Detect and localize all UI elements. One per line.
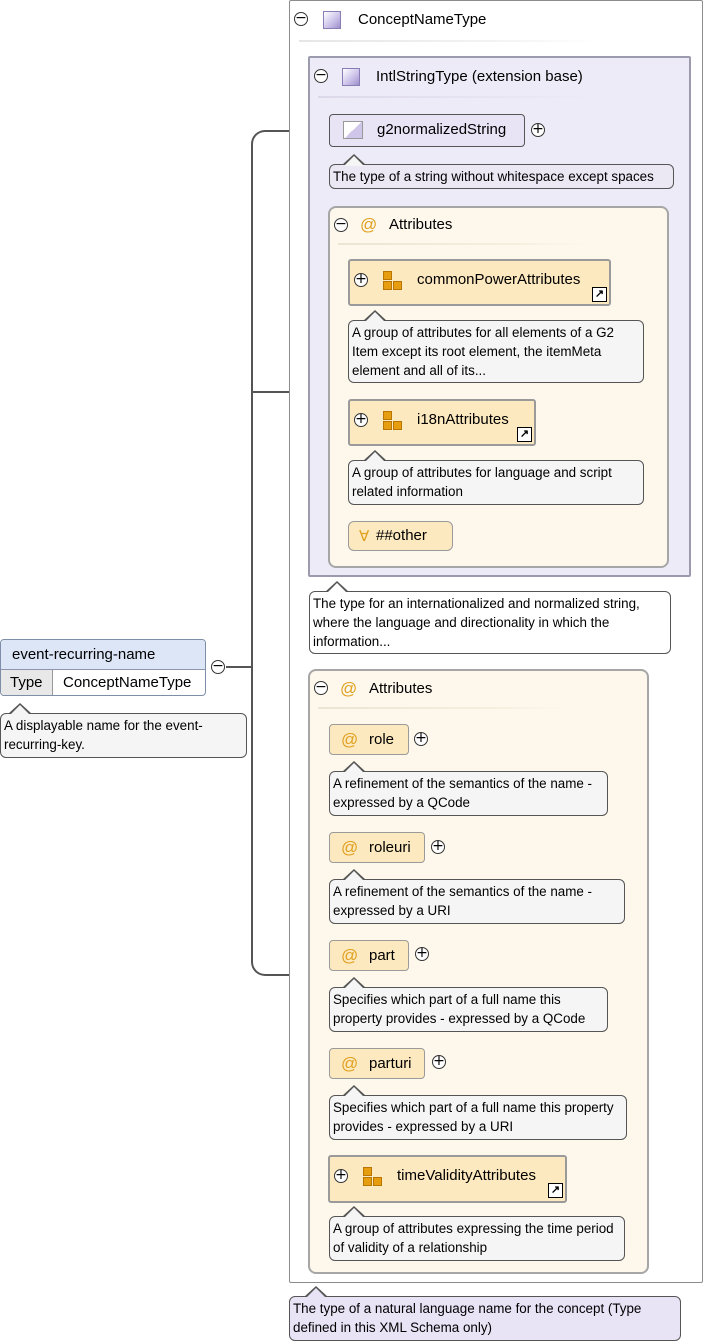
type-label-cell	[1, 670, 53, 695]
attributes-title: Attributes	[369, 680, 433, 697]
collapse-icon[interactable]: −	[314, 67, 328, 83]
concept-type-title: ConceptNameType	[358, 11, 487, 28]
collapse-icon[interactable]: −	[294, 10, 308, 26]
separator	[338, 243, 588, 245]
attribute-box[interactable]	[329, 940, 409, 971]
any-attribute-box[interactable]	[348, 521, 453, 551]
attribute-icon: @	[341, 730, 359, 749]
simple-type-icon	[343, 121, 363, 139]
attribute-group-name: i18nAttributes	[417, 411, 509, 428]
attribute-group-box[interactable]	[348, 399, 536, 446]
expand-icon[interactable]: +	[431, 838, 445, 854]
separator	[318, 96, 598, 98]
element-doc-text: A displayable name for the event-recurri…	[4, 718, 203, 752]
attribute-documentation: A refinement of the semantics of the nam…	[329, 771, 608, 816]
collapse-icon[interactable]: −	[314, 679, 328, 695]
attribute-icon: @	[341, 1054, 359, 1073]
attribute-name: parturi	[369, 1055, 412, 1072]
separator	[299, 40, 599, 42]
attribute-documentation: Specifies which part of a full name this…	[329, 987, 608, 1032]
g2-doc-text: The type of a string without whitespace …	[333, 169, 654, 184]
attribute-icon: @	[341, 838, 359, 857]
attribute-group-icon	[383, 271, 403, 291]
role-doc-text: A refinement of the semantics of the nam…	[333, 776, 593, 810]
attribute-box[interactable]	[329, 724, 409, 755]
expand-icon[interactable]: +	[334, 1167, 348, 1183]
element-header	[1, 640, 205, 670]
concept-doc-text: The type of a natural language name for …	[293, 1301, 642, 1335]
link-icon[interactable]: ↗	[548, 1183, 563, 1198]
collapse-icon[interactable]: −	[211, 658, 225, 674]
attribute-group-documentation: A group of attributes for language and s…	[348, 460, 644, 505]
attribute-icon: @	[341, 946, 359, 965]
expand-icon[interactable]: +	[354, 411, 368, 427]
any-attribute-name: ##other	[376, 527, 427, 544]
attribute-documentation: A refinement of the semantics of the nam…	[329, 879, 625, 924]
simple-type-name: g2normalizedString	[377, 121, 507, 138]
expand-icon[interactable]: +	[531, 121, 545, 137]
time-doc-text: A group of attributes expressing the tim…	[333, 1221, 614, 1255]
link-icon[interactable]: ↗	[517, 427, 532, 442]
complex-type-icon	[342, 68, 360, 86]
link-icon[interactable]: ↗	[592, 287, 607, 302]
complex-type-icon	[323, 11, 341, 29]
extension-base-documentation: The type for an internationalized and no…	[309, 591, 671, 654]
element-name: event-recurring-name	[12, 646, 156, 663]
expand-icon[interactable]: +	[414, 730, 428, 746]
type-label: Type	[10, 674, 43, 691]
common-doc-text: A group of attributes for all elements o…	[352, 325, 615, 378]
attribute-group-icon	[363, 1167, 383, 1187]
connector-line	[226, 666, 252, 668]
attribute-group-name: timeValidityAttributes	[397, 1167, 536, 1184]
element-box[interactable]: event-recurring-name Type ConceptNameTyp…	[0, 639, 206, 696]
attribute-box[interactable]	[329, 832, 425, 863]
type-value: ConceptNameType	[63, 674, 192, 691]
i18n-doc-text: A group of attributes for language and s…	[352, 465, 612, 499]
attribute-group-icon	[383, 411, 403, 431]
element-documentation: A displayable name for the event-recurri…	[0, 713, 247, 758]
attribute-name: roleuri	[369, 839, 411, 856]
collapse-icon[interactable]: −	[334, 216, 348, 232]
intl-doc-text: The type for an internationalized and no…	[313, 596, 640, 649]
attribute-group-documentation: A group of attributes expressing the tim…	[329, 1216, 625, 1261]
expand-icon[interactable]: +	[432, 1053, 446, 1069]
extension-base-title: IntlStringType (extension base)	[376, 68, 583, 85]
attribute-icon: @	[340, 679, 358, 698]
expand-icon[interactable]: +	[354, 271, 368, 287]
attribute-icon: @	[360, 215, 378, 234]
simple-type-documentation: The type of a string without whitespace …	[329, 164, 674, 189]
part-doc-text: Specifies which part of a full name this…	[333, 992, 586, 1026]
attribute-name: role	[369, 731, 395, 748]
expand-icon[interactable]: +	[415, 945, 429, 961]
attribute-name: part	[369, 947, 395, 964]
attribute-box[interactable]	[329, 1048, 425, 1079]
roleuri-doc-text: A refinement of the semantics of the nam…	[333, 884, 593, 918]
attributes-title: Attributes	[389, 216, 453, 233]
attribute-group-name: commonPowerAttributes	[417, 271, 581, 288]
attribute-documentation: Specifies which part of a full name this…	[329, 1095, 627, 1140]
parturi-doc-text: Specifies which part of a full name this…	[333, 1100, 614, 1134]
concept-type-documentation: The type of a natural language name for …	[289, 1296, 681, 1341]
separator	[318, 707, 568, 709]
attribute-group-documentation: A group of attributes for all elements o…	[348, 320, 644, 383]
any-attribute-icon: ∀	[359, 528, 370, 545]
